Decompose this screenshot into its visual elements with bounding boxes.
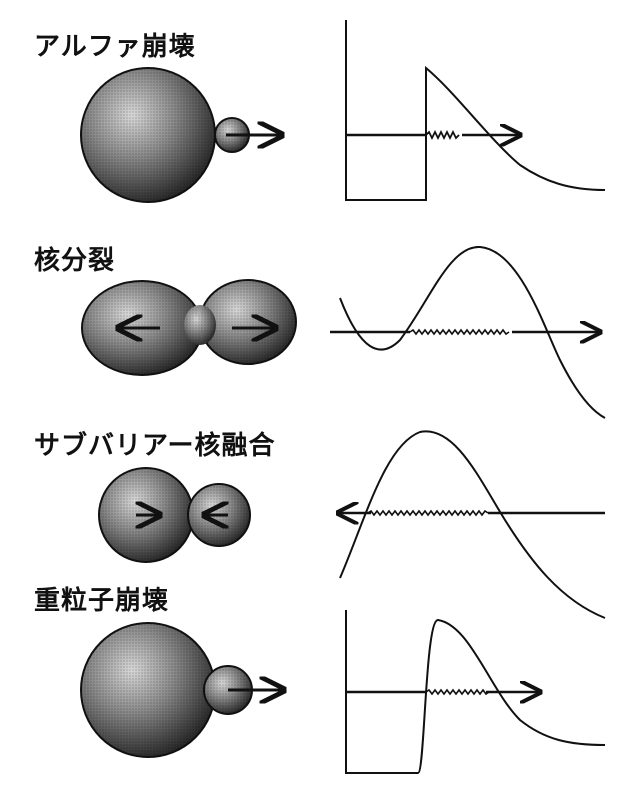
- tunneling-path: [425, 688, 490, 696]
- label-heavy-ion-decay: 重粒子崩壊: [34, 586, 170, 616]
- fission-nuclei: [81, 279, 297, 376]
- fission-potential: [330, 245, 606, 419]
- label-alpha-decay: アルファ崩壊: [34, 32, 196, 62]
- heavy-ion-decay-nuclei: [80, 622, 284, 758]
- heavy-ion-decay-potential: [345, 610, 606, 774]
- potential-curve: [339, 245, 606, 419]
- potential-curve: [345, 20, 606, 201]
- alpha-decay-potential: [345, 20, 606, 201]
- label-fission: 核分裂: [34, 246, 116, 276]
- tunneling-path: [367, 509, 489, 517]
- fusion-potential: [338, 430, 606, 619]
- potential-curve: [345, 610, 606, 774]
- fusion-nuclei: [98, 467, 251, 563]
- label-subbarrier-fusion: サブバリアー核融合: [34, 431, 276, 461]
- alpha-decay-nuclei: [80, 67, 282, 203]
- tunneling-path: [409, 328, 510, 336]
- potential-curve: [339, 430, 606, 619]
- tunneling-path: [425, 129, 460, 141]
